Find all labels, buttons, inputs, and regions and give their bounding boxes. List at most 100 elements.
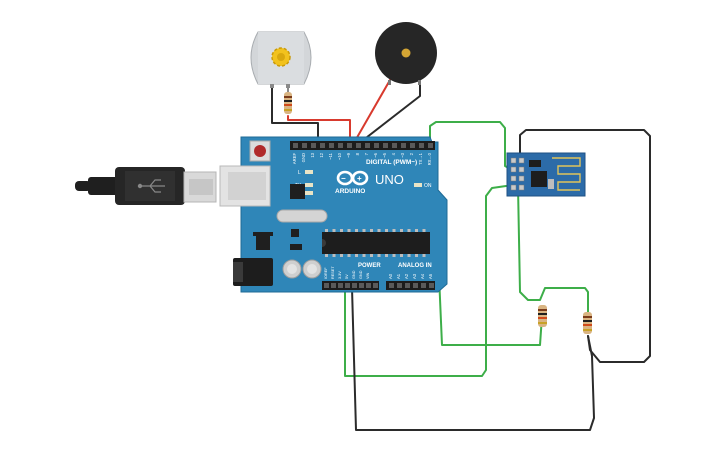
model-text: UNO [375, 172, 404, 187]
esp-pin[interactable] [518, 175, 525, 182]
digital-pin[interactable] [392, 143, 397, 148]
wire-black-esp[interactable] [519, 129, 651, 363]
chip-pin [370, 229, 373, 232]
digital-pin[interactable] [419, 143, 424, 148]
digital-pin[interactable] [311, 143, 316, 148]
usb-controller-chip [290, 184, 305, 199]
power-pin[interactable] [324, 283, 329, 288]
atmega-chip-notch [322, 239, 326, 247]
digital-pin-label: ~10 [337, 152, 342, 160]
analog-pin-label: A1 [396, 273, 401, 279]
wire-black-motor[interactable] [271, 83, 319, 142]
wire-black-gnd[interactable] [351, 287, 595, 431]
digital-pin-label: 2 [409, 152, 414, 155]
analog-pin-label: A0 [388, 273, 393, 279]
digital-pin-label: GND [301, 153, 306, 162]
power-pin[interactable] [352, 283, 357, 288]
logo-minus: − [341, 174, 346, 183]
wire-red-buzzer[interactable] [354, 79, 391, 142]
power-pin[interactable] [331, 283, 336, 288]
esp-pin[interactable] [510, 184, 517, 191]
digital-pin[interactable] [410, 143, 415, 148]
digital-pin[interactable] [293, 143, 298, 148]
digital-pin[interactable] [347, 143, 352, 148]
power-pin[interactable] [359, 283, 364, 288]
digital-pin[interactable] [329, 143, 334, 148]
power-header [322, 281, 379, 290]
chip-pin [325, 229, 328, 232]
esp-pin[interactable] [518, 166, 525, 173]
power-pin[interactable] [338, 283, 343, 288]
power-pin-label: IOREF [324, 267, 328, 279]
analog-header [386, 281, 435, 290]
chip-pin [407, 254, 411, 257]
analog-pin[interactable] [397, 283, 402, 288]
digital-pin[interactable] [374, 143, 379, 148]
digital-pin[interactable] [302, 143, 307, 148]
wire-black-buzzer[interactable] [361, 79, 421, 142]
power-pin-label: 5V [345, 274, 349, 279]
esp-pin[interactable] [518, 184, 525, 191]
piezo-buzzer[interactable] [375, 22, 437, 85]
arduino-logo-icon [336, 170, 369, 186]
digital-pin-label: AREF [292, 153, 297, 165]
dc-motor[interactable] [250, 31, 312, 88]
digital-pin[interactable] [338, 143, 343, 148]
usb-cable[interactable] [75, 167, 217, 205]
esp-pin[interactable] [518, 157, 525, 164]
wire-green-esp-resistor[interactable] [511, 181, 589, 313]
digital-pin[interactable] [320, 143, 325, 148]
digital-pin[interactable] [401, 143, 406, 148]
analog-pin-label: A5 [428, 273, 433, 279]
esp-pin[interactable] [510, 175, 517, 182]
analog-pin[interactable] [421, 283, 426, 288]
digital-pin[interactable] [356, 143, 361, 148]
esp8266-wifi-module[interactable] [506, 152, 586, 197]
wire-green-3v3[interactable] [344, 185, 513, 377]
power-label: POWER [358, 263, 381, 269]
esp-pin[interactable] [510, 166, 517, 173]
wire-red-motor-resistor[interactable] [287, 115, 351, 142]
esp-pin[interactable] [510, 157, 517, 164]
power-pin[interactable] [366, 283, 371, 288]
chip-pin [332, 229, 336, 232]
analog-pin[interactable] [405, 283, 410, 288]
voltage-regulator [256, 236, 270, 250]
analog-label: ANALOG IN [398, 263, 432, 269]
digital-pin-label: 13 [310, 152, 315, 157]
power-pin[interactable] [373, 283, 378, 288]
digital-pin[interactable] [428, 143, 433, 148]
usb-socket-inner [228, 172, 266, 200]
chip-pin [385, 229, 388, 232]
power-pin-label: VIN [366, 272, 370, 279]
analog-pin[interactable] [413, 283, 418, 288]
analog-pin[interactable] [389, 283, 394, 288]
chip-pin [347, 254, 351, 257]
brand-text: ARDUINO [335, 188, 365, 195]
voltage-regulator-tab [253, 232, 273, 236]
chip-pin [340, 229, 343, 232]
chip-pin [332, 254, 336, 257]
wire-green-rx[interactable] [429, 121, 513, 171]
on-led [414, 183, 422, 187]
chip-pin [415, 254, 418, 257]
smd-chip [291, 229, 299, 237]
chip-pin [392, 254, 396, 257]
chip-pin [415, 229, 418, 232]
reset-button[interactable] [254, 145, 266, 157]
resistor-motor[interactable] [284, 86, 292, 114]
analog-pin[interactable] [429, 283, 434, 288]
chip-pin [385, 254, 388, 257]
resistor-right[interactable] [583, 312, 592, 334]
power-pin[interactable] [345, 283, 350, 288]
atmega-chip-pins [325, 229, 426, 257]
digital-pin[interactable] [365, 143, 370, 148]
usb-plug-tip-inner [189, 179, 213, 195]
resistor-left[interactable] [538, 305, 547, 327]
digital-pin[interactable] [383, 143, 388, 148]
motor-terminal-left [270, 84, 274, 88]
